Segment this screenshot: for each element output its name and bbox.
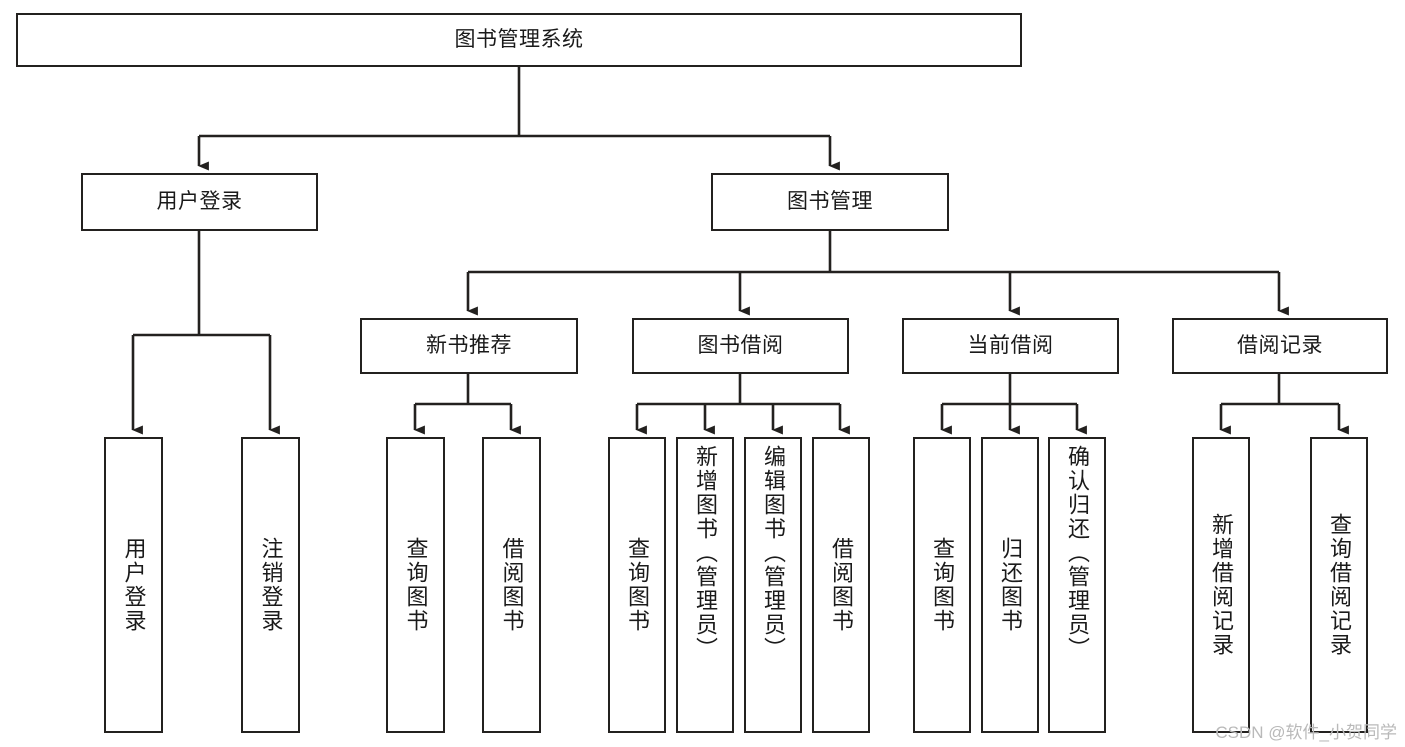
node-leaf-borrow-book-2[interactable]: 借阅图书 bbox=[812, 437, 870, 733]
node-leaf-query-book-1-label: 查询图书 bbox=[403, 537, 429, 633]
node-leaf-edit-book[interactable]: 编辑图书（管理员） bbox=[744, 437, 802, 733]
node-leaf-return-book-label: 归还图书 bbox=[998, 537, 1023, 633]
node-leaf-user-login-label: 用户登录 bbox=[121, 537, 147, 633]
node-leaf-add-book[interactable]: 新增图书（管理员） bbox=[676, 437, 734, 733]
node-user-login-label: 用户登录 bbox=[156, 190, 243, 214]
node-new-book-recommend-label: 新书推荐 bbox=[426, 334, 512, 358]
node-leaf-query-book-2-label: 查询图书 bbox=[625, 537, 650, 633]
node-new-book-recommend[interactable]: 新书推荐 bbox=[360, 318, 578, 374]
node-leaf-add-record[interactable]: 新增借阅记录 bbox=[1192, 437, 1250, 733]
node-book-borrow-label: 图书借阅 bbox=[697, 334, 784, 358]
node-leaf-user-login[interactable]: 用户登录 bbox=[104, 437, 163, 733]
node-borrow-record[interactable]: 借阅记录 bbox=[1172, 318, 1388, 374]
node-leaf-add-record-label: 新增借阅记录 bbox=[1209, 513, 1234, 657]
node-leaf-borrow-book-1[interactable]: 借阅图书 bbox=[482, 437, 541, 733]
node-leaf-logout[interactable]: 注销登录 bbox=[241, 437, 300, 733]
node-leaf-logout-label: 注销登录 bbox=[258, 537, 284, 633]
node-leaf-query-book-3[interactable]: 查询图书 bbox=[913, 437, 971, 733]
node-leaf-return-book[interactable]: 归还图书 bbox=[981, 437, 1039, 733]
csdn-watermark: CSDN @软件_小贺同学 bbox=[1215, 723, 1397, 742]
node-current-borrow-label: 当前借阅 bbox=[967, 334, 1054, 358]
node-user-login[interactable]: 用户登录 bbox=[81, 173, 318, 231]
node-leaf-confirm-return-label: 确认归还（管理员） bbox=[1065, 445, 1090, 661]
node-leaf-query-record[interactable]: 查询借阅记录 bbox=[1310, 437, 1368, 733]
node-leaf-borrow-book-1-label: 借阅图书 bbox=[499, 537, 525, 633]
node-current-borrow[interactable]: 当前借阅 bbox=[902, 318, 1119, 374]
node-root[interactable]: 图书管理系统 bbox=[16, 13, 1022, 67]
node-leaf-query-book-2[interactable]: 查询图书 bbox=[608, 437, 666, 733]
node-leaf-edit-book-label: 编辑图书（管理员） bbox=[761, 445, 786, 661]
node-book-borrow[interactable]: 图书借阅 bbox=[632, 318, 849, 374]
node-root-label: 图书管理系统 bbox=[454, 28, 584, 52]
node-leaf-query-book-1[interactable]: 查询图书 bbox=[386, 437, 445, 733]
node-leaf-add-book-label: 新增图书（管理员） bbox=[693, 445, 718, 661]
node-leaf-query-record-label: 查询借阅记录 bbox=[1327, 513, 1352, 657]
node-leaf-borrow-book-2-label: 借阅图书 bbox=[829, 537, 854, 633]
node-leaf-confirm-return[interactable]: 确认归还（管理员） bbox=[1048, 437, 1106, 733]
node-book-manage-label: 图书管理 bbox=[787, 190, 873, 214]
node-borrow-record-label: 借阅记录 bbox=[1237, 334, 1323, 358]
node-leaf-query-book-3-label: 查询图书 bbox=[930, 537, 955, 633]
node-book-manage[interactable]: 图书管理 bbox=[711, 173, 949, 231]
